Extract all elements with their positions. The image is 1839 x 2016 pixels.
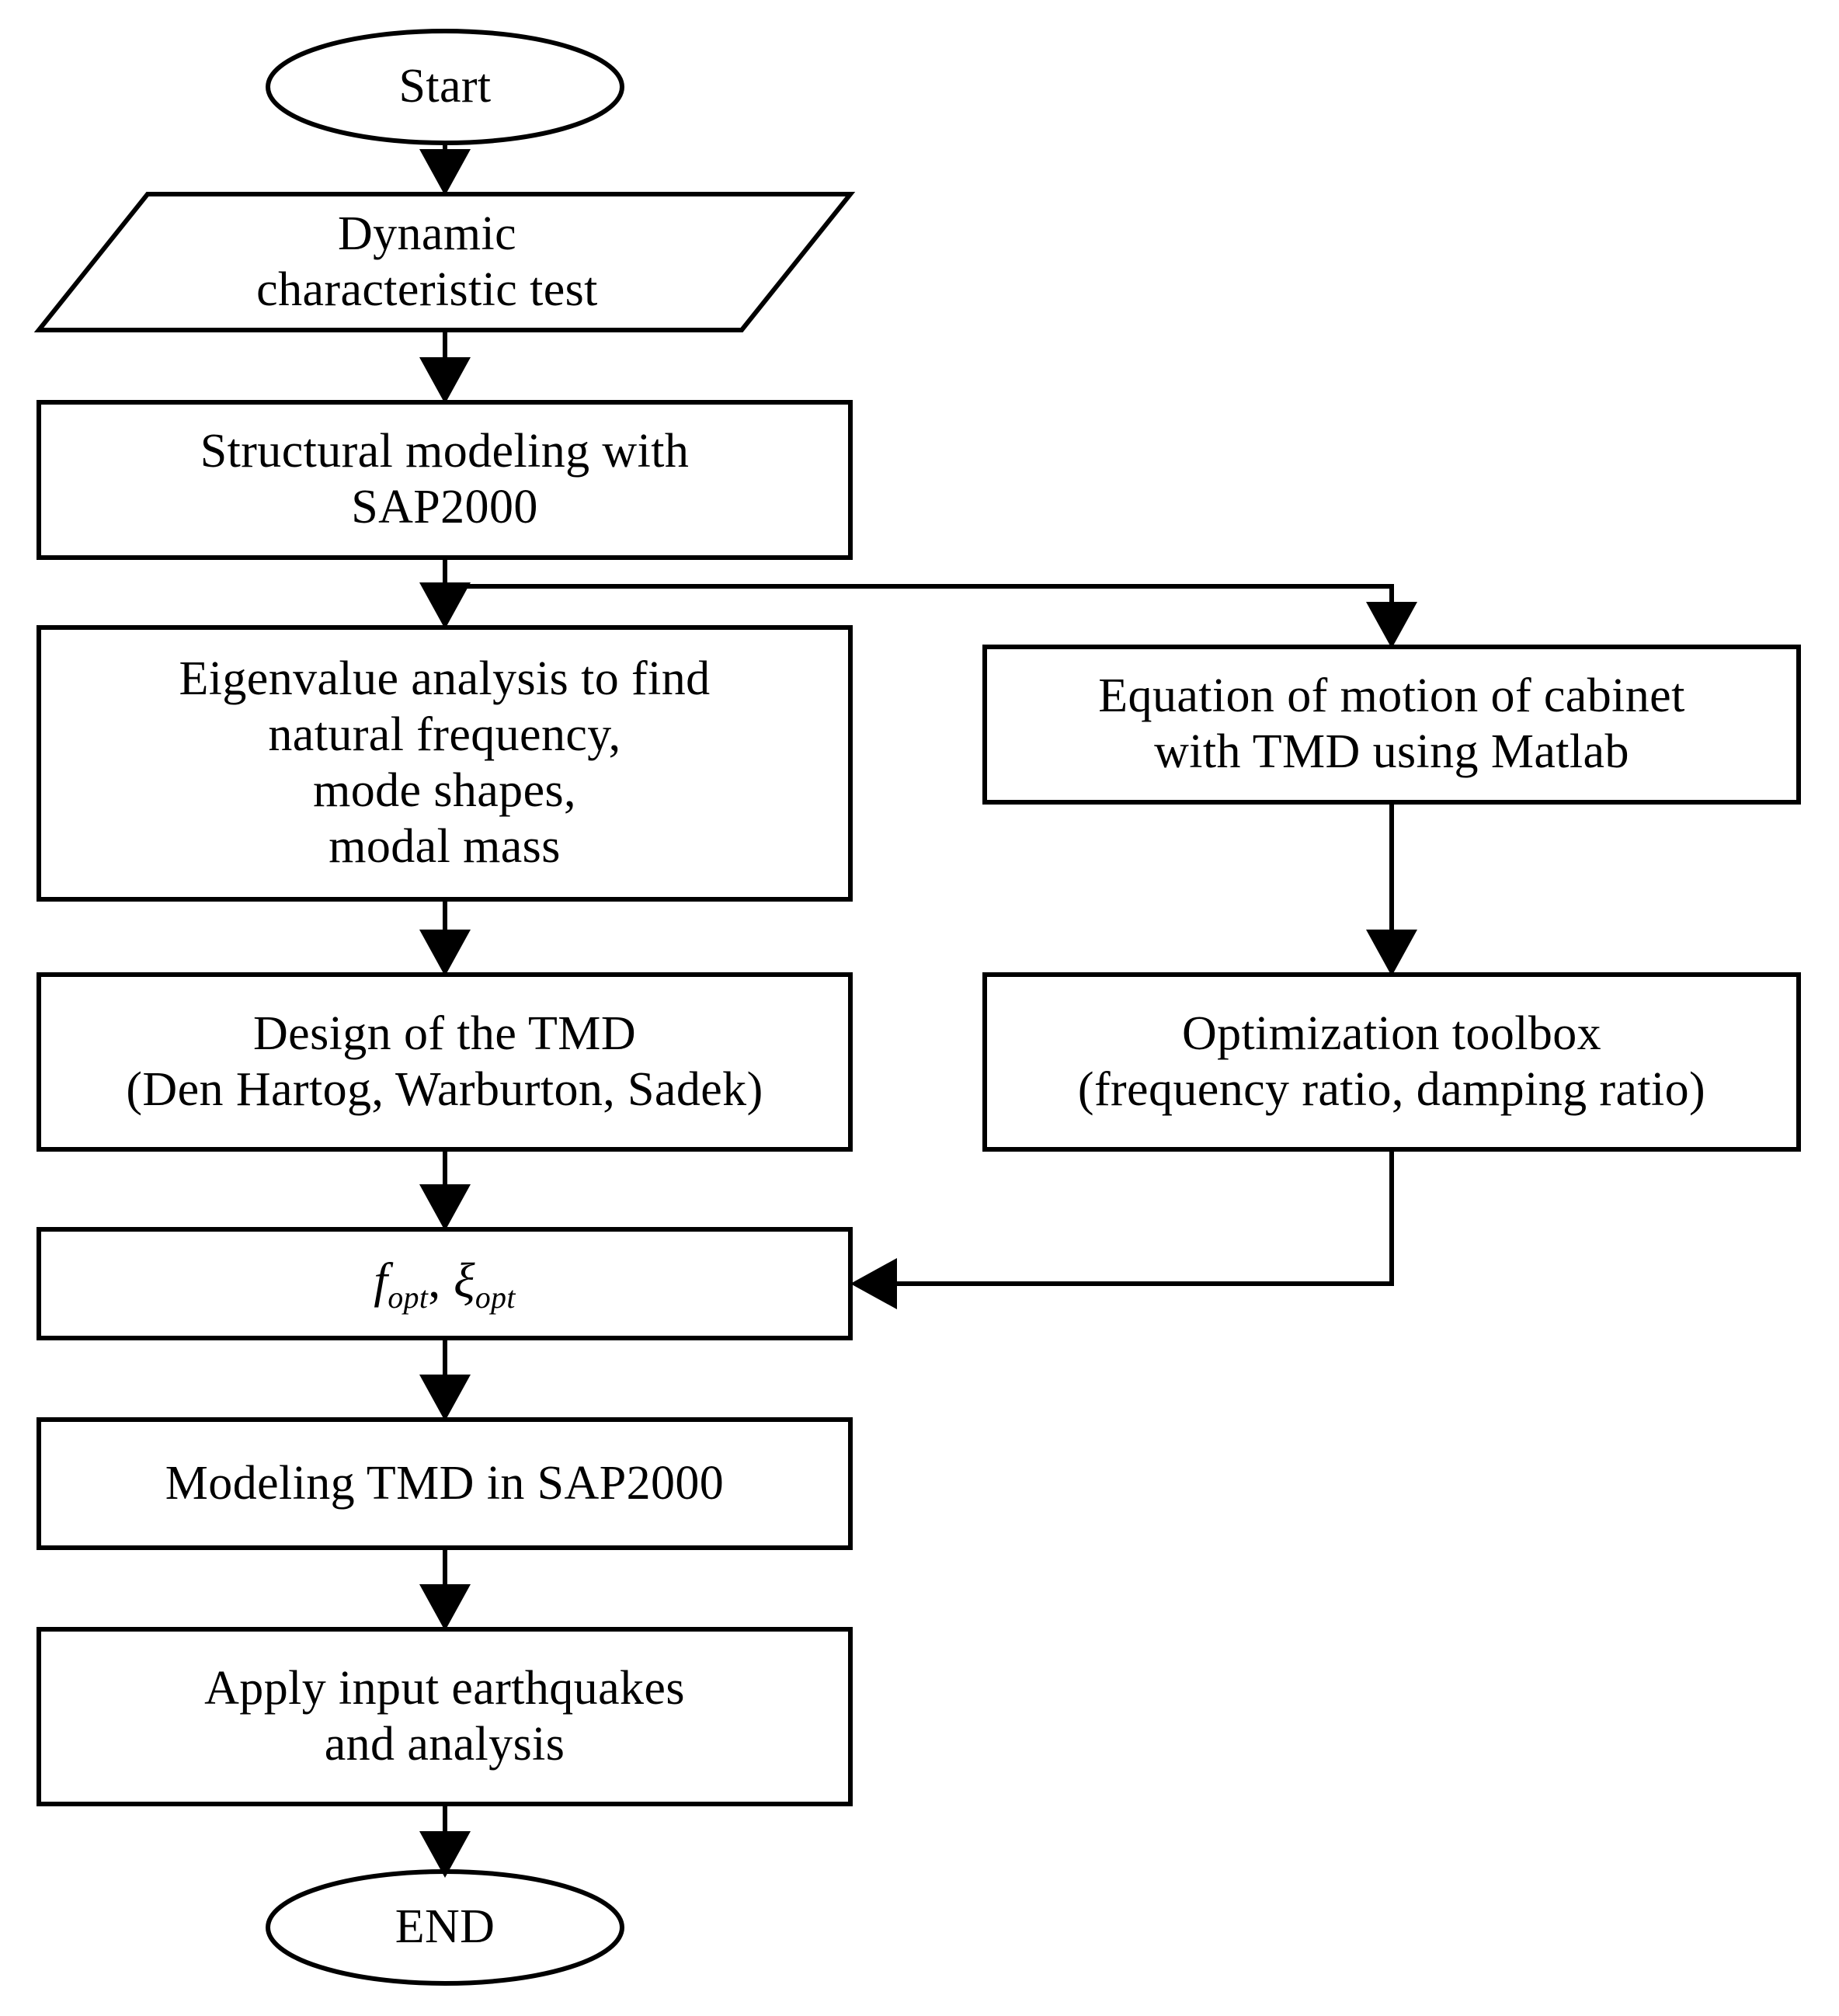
node-structural-modeling-shape <box>37 400 853 560</box>
node-design-tmd-shape <box>37 972 853 1152</box>
node-equation-of-motion-shape <box>982 645 1801 805</box>
node-dynamic-test-shape <box>33 192 856 332</box>
arrowhead-structural-modeling-to-equation-of-motion <box>1366 602 1417 648</box>
arrowhead-equation-of-motion-to-optimization-toolbox <box>1366 930 1417 976</box>
arrowhead-eigenvalue-to-design-tmd <box>419 930 471 976</box>
node-eigenvalue-shape <box>37 625 853 902</box>
node-fopt-xiopt-shape <box>37 1227 853 1340</box>
arrowhead-design-tmd-to-fopt <box>419 1184 471 1231</box>
edge-optimization-toolbox-to-fopt <box>878 1149 1394 1286</box>
arrowhead-fopt-to-modeling-tmd <box>419 1375 471 1421</box>
node-apply-earthquakes-shape <box>37 1627 853 1806</box>
arrowhead-structural-modeling-to-eigenvalue <box>419 582 471 629</box>
node-start-shape <box>266 29 624 145</box>
arrowhead-modeling-tmd-to-apply-earthquakes <box>419 1584 471 1631</box>
node-modeling-tmd-shape <box>37 1417 853 1550</box>
node-end-shape <box>266 1869 624 1986</box>
arrowhead-start-to-dynamic-test <box>419 149 471 196</box>
edge-structural-modeling-to-equation-of-motion <box>445 584 1394 620</box>
arrowhead-optimization-toolbox-to-fopt <box>850 1258 897 1309</box>
arrowhead-dynamic-test-to-structural-modeling <box>419 357 471 404</box>
arrowhead-apply-earthquakes-to-end <box>419 1831 471 1878</box>
node-optimization-toolbox-shape <box>982 972 1801 1152</box>
